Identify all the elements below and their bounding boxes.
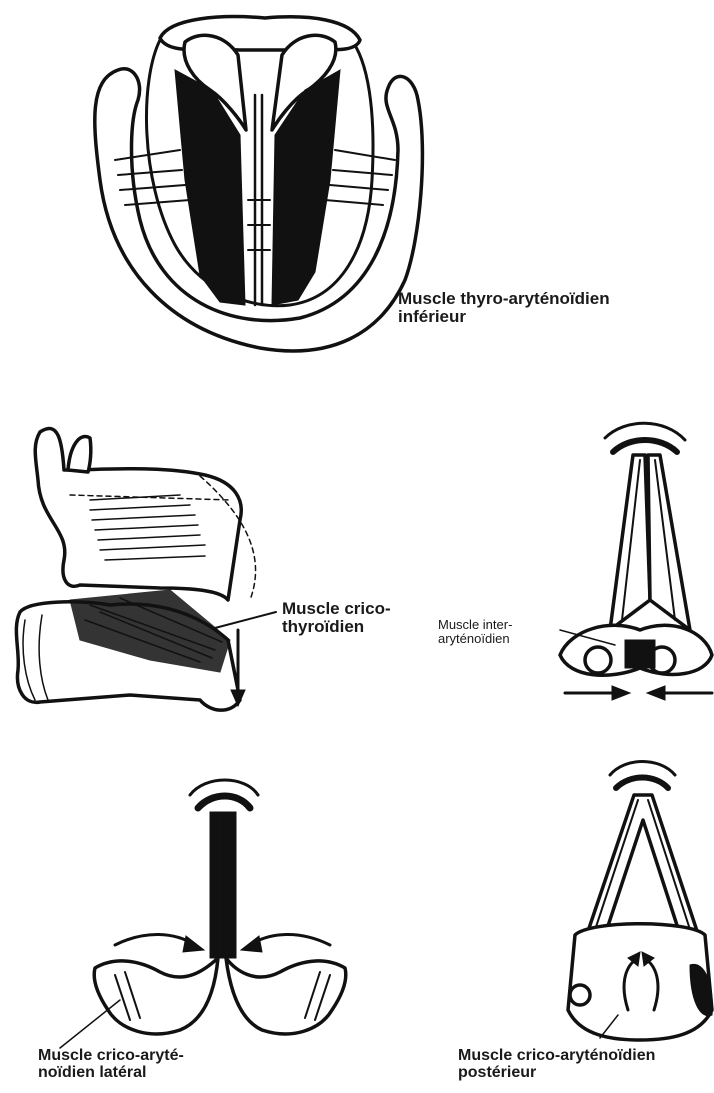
- label-line: inférieur: [398, 308, 610, 326]
- label-posterior-crico-arytenoid: Muscle crico-aryténoïdien postérieur: [458, 1048, 655, 1082]
- inter-arytenoid-drawing: [560, 423, 712, 700]
- label-line: noïdien latéral: [38, 1065, 184, 1082]
- label-line: thyroïdien: [282, 618, 391, 636]
- label-inter-arytenoid: Muscle inter- aryténoïdien: [438, 618, 512, 645]
- label-line: Muscle inter-: [438, 618, 512, 632]
- label-line: Muscle crico-: [282, 600, 391, 618]
- label-thyro-arytenoid: Muscle thyro-aryténoïdien inférieur: [398, 290, 610, 326]
- label-line: aryténoïdien: [438, 632, 512, 646]
- label-line: postérieur: [458, 1065, 655, 1082]
- crico-thyroid-drawing: [16, 428, 276, 710]
- label-lateral-crico-arytenoid: Muscle crico-aryté- noïdien latéral: [38, 1048, 184, 1082]
- thyro-arytenoid-drawing: [95, 17, 423, 351]
- posterior-crico-arytenoid-drawing: [568, 762, 712, 1041]
- label-line: Muscle crico-aryténoïdien: [458, 1048, 655, 1065]
- label-line: Muscle thyro-aryténoïdien: [398, 290, 610, 308]
- label-line: Muscle crico-aryté-: [38, 1048, 184, 1065]
- lateral-crico-arytenoid-drawing: [60, 780, 346, 1048]
- label-crico-thyroid: Muscle crico- thyroïdien: [282, 600, 391, 636]
